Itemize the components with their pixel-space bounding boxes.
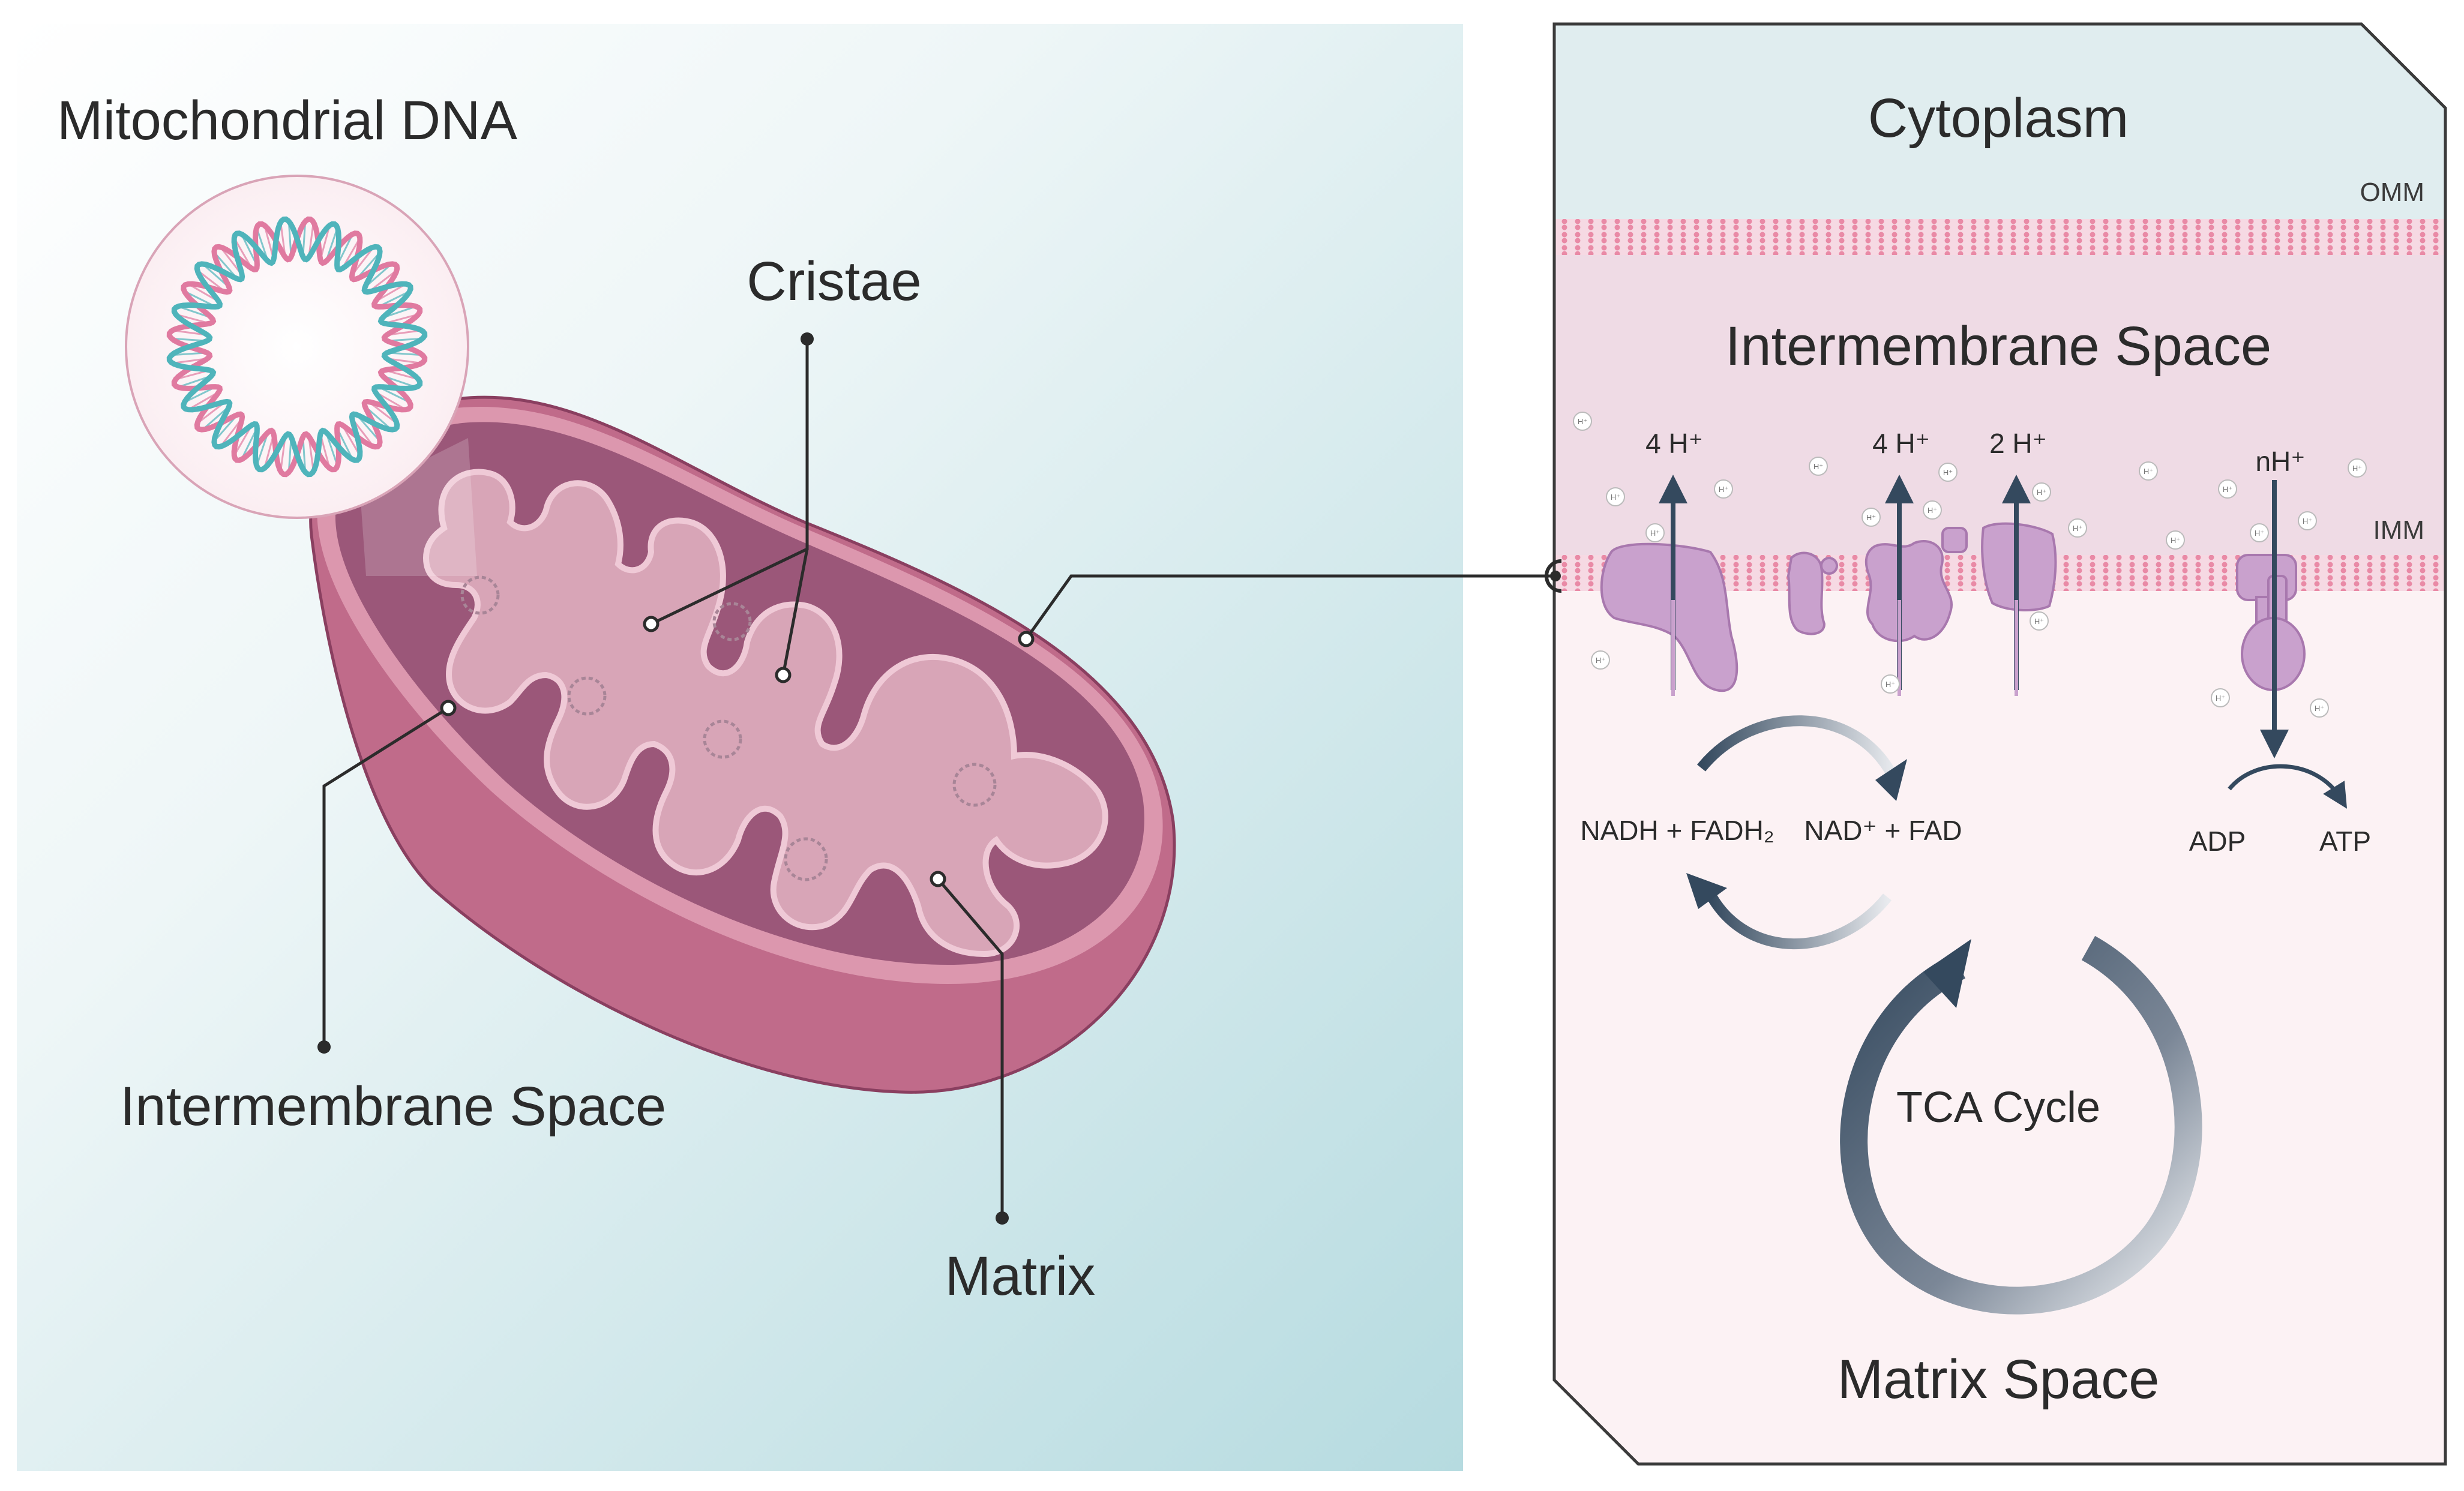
proton-bubbles: H⁺ H⁺ H⁺ H⁺ H⁺ H⁺ H⁺ H⁺ H⁺ H⁺ H⁺ H⁺ H⁺ H⁺ H⁺ H⁺ H⁺ H⁺ H⁺ H⁺… xyxy=(1573,412,2367,718)
adp-atp-arrow xyxy=(2228,764,2348,809)
zoom-connector-line xyxy=(1024,574,1554,640)
label-mitochondrial-dna: Mitochondrial DNA xyxy=(57,90,518,151)
proton-symbol: H⁺ xyxy=(1813,462,1823,471)
proton-symbol: H⁺ xyxy=(2223,485,2232,494)
proton-bubble xyxy=(2139,461,2158,481)
connector-bracket xyxy=(1545,559,1562,593)
proton-symbol: H⁺ xyxy=(2303,517,2312,526)
label-matrix: Matrix xyxy=(945,1246,1095,1307)
proton-symbol: H⁺ xyxy=(2171,536,2180,545)
proton-symbol: H⁺ xyxy=(2315,704,2324,713)
nadh-arc-bottom xyxy=(1705,891,1892,950)
proton-symbol: H⁺ xyxy=(2255,529,2264,538)
proton-symbol: H⁺ xyxy=(1886,680,1895,689)
dna-strand xyxy=(166,216,428,478)
proton-bubble xyxy=(1923,500,1942,520)
matrix-region xyxy=(422,469,1108,958)
complex-iv xyxy=(1981,522,2057,611)
dna-helix-ring xyxy=(166,216,428,478)
nadh-arc-top xyxy=(1697,715,1898,780)
proton-bubble xyxy=(2348,458,2367,478)
zoom-cone xyxy=(360,438,477,576)
proton-symbol: H⁺ xyxy=(1578,417,1587,426)
proton-symbol: H⁺ xyxy=(1943,468,1953,477)
proton-symbol: H⁺ xyxy=(1650,529,1660,538)
cytoplasm-region xyxy=(1554,24,2445,219)
tca-arrowhead xyxy=(1923,939,1971,1008)
label-omm: OMM xyxy=(2360,178,2424,207)
left-leader-lines xyxy=(322,339,1554,1218)
complex-iii xyxy=(1865,539,1953,643)
proton-bubble xyxy=(2211,688,2230,707)
proton-bubble xyxy=(1881,674,1900,694)
omm-membrane xyxy=(1554,219,2445,255)
proton-bubble xyxy=(2310,698,2329,718)
mitochondrion xyxy=(309,395,1176,1094)
proton-symbol: H⁺ xyxy=(2037,488,2046,497)
proton-bubble xyxy=(1862,508,1881,527)
mtdna-zoom xyxy=(125,175,469,519)
mtdna-zoom-circle xyxy=(125,175,469,519)
proton-bubble xyxy=(1938,463,1958,482)
label-adp: ADP xyxy=(2189,826,2246,857)
complex-ii-cap xyxy=(1820,557,1838,575)
complex-i xyxy=(1600,542,1738,692)
proton-bubble xyxy=(1809,457,1828,476)
label-nadh-fadh2: NADH + FADH₂ xyxy=(1580,815,1774,846)
proton-symbol: H⁺ xyxy=(2034,617,2044,626)
cytochrome-c xyxy=(1941,527,1968,553)
intermembrane-region xyxy=(1554,255,2445,555)
matrix-space-region xyxy=(1554,591,2445,1464)
tca-ring xyxy=(1840,935,2202,1315)
proton-symbol: H⁺ xyxy=(1596,656,1605,665)
label-matrix-space: Matrix Space xyxy=(1837,1349,2160,1410)
proton-bubble xyxy=(2030,611,2049,631)
proton-symbol: H⁺ xyxy=(2352,464,2362,473)
proton-symbol: H⁺ xyxy=(2073,524,2082,533)
proton-bubble xyxy=(2166,530,2185,550)
proton-symbol: H⁺ xyxy=(1928,506,1937,515)
label-cytoplasm: Cytoplasm xyxy=(1868,88,2129,149)
complex-ii xyxy=(1786,551,1826,635)
pump-label-3: 2 H⁺ xyxy=(1989,428,2047,459)
proton-bubble xyxy=(1714,479,1733,499)
cristae-leader-b xyxy=(781,548,809,676)
proton-bubble xyxy=(2250,523,2269,542)
proton-bubble xyxy=(2032,482,2051,502)
pump-label-4: nH⁺ xyxy=(2255,446,2305,477)
label-intermembrane-space-right: Intermembrane Space xyxy=(1725,316,2271,377)
label-cristae: Cristae xyxy=(747,251,921,312)
label-nad-fad: NAD⁺ + FAD xyxy=(1804,815,1962,846)
label-tca-cycle: TCA Cycle xyxy=(1896,1084,2100,1132)
label-intermembrane-space: Intermembrane Space xyxy=(120,1076,666,1137)
proton-symbol: H⁺ xyxy=(1866,513,1876,522)
proton-bubble xyxy=(2218,479,2237,499)
right-panel: Cytoplasm OMM Intermembrane Space IMM xyxy=(1545,22,2447,1466)
nadh-arrowhead-bottom xyxy=(1686,873,1727,909)
proton-bubble xyxy=(1645,523,1665,542)
pump-label-1: 4 H⁺ xyxy=(1645,428,1703,459)
proton-bubble xyxy=(2298,511,2317,530)
mtdna-rings xyxy=(460,575,997,881)
ims-leader xyxy=(322,706,449,1047)
proton-bubble xyxy=(1606,487,1625,506)
nadh-arrowhead-top xyxy=(1875,759,1907,801)
proton-bubble xyxy=(2068,518,2087,538)
proton-symbol: H⁺ xyxy=(2144,467,2153,476)
connector-dot xyxy=(1550,571,1561,581)
left-leader-dots xyxy=(317,332,1035,1225)
pump-arrow-tails xyxy=(1671,600,2018,696)
proton-bubble xyxy=(1573,412,1592,431)
proton-bubble xyxy=(1591,650,1610,670)
proton-symbol: H⁺ xyxy=(2216,694,2225,703)
matrix-leader xyxy=(937,878,1004,1218)
label-imm: IMM xyxy=(2373,515,2424,545)
proton-symbol: H⁺ xyxy=(1719,485,1728,494)
proton-symbol: H⁺ xyxy=(1611,493,1620,502)
label-atp: ATP xyxy=(2319,826,2371,857)
right-panel-border xyxy=(1552,22,2447,1466)
pump-label-2: 4 H⁺ xyxy=(1872,428,1930,459)
